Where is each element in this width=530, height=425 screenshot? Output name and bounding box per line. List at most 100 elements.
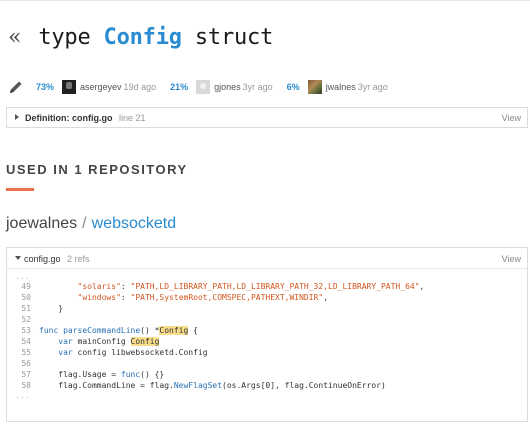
- definition-panel[interactable]: Definition: config.go line 21 View: [6, 107, 528, 128]
- file-panel: config.go 2 refs View ... 49 "solaris": …: [6, 247, 528, 422]
- file-name-label: config.go 2 refs: [24, 254, 90, 264]
- repo-owner[interactable]: joewalnes: [6, 215, 78, 232]
- code-text: flag.CommandLine = flag.NewFlagSet(os.Ar…: [39, 380, 386, 391]
- top-divider: [0, 0, 530, 1]
- code-token: {: [188, 326, 198, 335]
- line-number: 52: [21, 315, 31, 324]
- contributor-user[interactable]: asergeyev: [80, 82, 122, 92]
- code-token: :: [120, 282, 131, 291]
- definition-file[interactable]: config.go: [72, 113, 113, 123]
- code-indent: [39, 381, 58, 390]
- file-refs: 2 refs: [67, 254, 90, 264]
- code-text: var config libwebsocketd.Config: [39, 347, 208, 358]
- code-indent: [39, 348, 58, 357]
- heading-underline: [6, 188, 34, 191]
- code-token: mainConfig: [77, 337, 131, 346]
- code-line: 52: [7, 314, 527, 325]
- code-ellipsis-bottom[interactable]: ...: [15, 391, 30, 400]
- code-token: "PATH,SystemRoot,COMSPEC,PATHEXT,WINDIR": [130, 293, 324, 302]
- definition-view-link[interactable]: View: [501, 113, 521, 123]
- code-lines: 49 "solaris": "PATH,LD_LIBRARY_PATH,LD_L…: [7, 281, 527, 391]
- code-token: flag.Usage =: [58, 370, 121, 379]
- code-token: }: [58, 304, 64, 313]
- file-name[interactable]: config.go: [24, 254, 61, 264]
- code-token: (os.Args[0], flag.ContinueOnError): [222, 381, 386, 390]
- title-name: Config: [103, 25, 182, 50]
- line-number: 49: [21, 282, 31, 291]
- file-header[interactable]: config.go 2 refs View: [7, 248, 527, 269]
- repo-slash: /: [82, 215, 87, 232]
- contributor-user[interactable]: jwalnes: [325, 82, 356, 92]
- code-token[interactable]: parseCommandLine: [63, 326, 141, 335]
- chevron-down-icon[interactable]: [15, 256, 21, 260]
- code-token: var: [58, 337, 78, 346]
- code-token[interactable]: NewFlagSet: [173, 381, 223, 390]
- line-number: 58: [21, 381, 31, 390]
- code-token: ,: [323, 293, 329, 302]
- code-token: () *: [140, 326, 160, 335]
- code-token: var: [58, 348, 78, 357]
- code-indent: [39, 293, 78, 302]
- contributor-ago: 19d ago: [123, 82, 157, 92]
- code-line: 49 "solaris": "PATH,LD_LIBRARY_PATH,LD_L…: [7, 281, 527, 292]
- code-ellipsis-top[interactable]: ...: [15, 272, 30, 281]
- code-line: 54 var mainConfig Config: [7, 336, 527, 347]
- code-text: flag.Usage = func() {}: [39, 369, 164, 380]
- code-token: func: [120, 370, 141, 379]
- avatar[interactable]: [307, 80, 322, 94]
- line-number: 56: [21, 359, 31, 368]
- line-number: 57: [21, 370, 31, 379]
- contributor-percent: 21%: [170, 82, 189, 92]
- repo-name[interactable]: websocketd: [91, 215, 177, 232]
- code-indent: [39, 370, 58, 379]
- line-number: 51: [21, 304, 31, 313]
- contributor-ago: 3yr ago: [242, 82, 273, 92]
- definition-label: Definition: config.go line 21: [25, 113, 146, 123]
- code-token: "windows": [77, 293, 121, 302]
- title-keyword: type: [38, 25, 91, 50]
- code-line: 56: [7, 358, 527, 369]
- line-number: 54: [21, 337, 31, 346]
- code-line: 55 var config libwebsocketd.Config: [7, 347, 527, 358]
- code-block: ... 49 "solaris": "PATH,LD_LIBRARY_PATH,…: [7, 272, 527, 400]
- avatar[interactable]: [196, 80, 211, 94]
- code-token: flag.CommandLine = flag.: [58, 381, 174, 390]
- page-title: « type Config struct: [8, 25, 273, 50]
- line-number: 55: [21, 348, 31, 357]
- code-token: "solaris": [77, 282, 121, 291]
- code-line: 50 "windows": "PATH,SystemRoot,COMSPEC,P…: [7, 292, 527, 303]
- code-token: config libwebsocketd.Config: [77, 348, 208, 357]
- title-kind: struct: [194, 25, 274, 50]
- contributor-percent: 73%: [36, 82, 55, 92]
- avatar[interactable]: [62, 80, 77, 94]
- code-line: 58 flag.CommandLine = flag.NewFlagSet(os…: [7, 380, 527, 391]
- code-text: func parseCommandLine() *Config {: [39, 325, 198, 336]
- highlighted-reference[interactable]: Config: [159, 326, 189, 335]
- code-indent: [39, 304, 58, 313]
- code-line: 57 flag.Usage = func() {}: [7, 369, 527, 380]
- code-indent: [39, 337, 58, 346]
- line-number: 50: [21, 293, 31, 302]
- code-text: var mainConfig Config: [39, 336, 160, 347]
- contributor-ago: 3yr ago: [357, 82, 388, 92]
- code-token: ,: [419, 282, 425, 291]
- code-token: :: [120, 293, 131, 302]
- code-token: func: [39, 326, 64, 335]
- contributors-bar: 73% asergeyev 19d ago 21% gjones 3yr ago…: [8, 78, 402, 96]
- back-link[interactable]: «: [8, 25, 22, 50]
- repo-breadcrumb: joewalnes/websocketd: [6, 215, 176, 233]
- file-view-link[interactable]: View: [501, 254, 521, 264]
- code-text: "solaris": "PATH,LD_LIBRARY_PATH,LD_LIBR…: [39, 281, 425, 292]
- chevron-right-icon[interactable]: [15, 114, 19, 120]
- definition-line: line 21: [119, 113, 146, 123]
- used-in-heading: USED IN 1 REPOSITORY: [6, 162, 188, 177]
- code-token: "PATH,LD_LIBRARY_PATH,LD_LIBRARY_PATH_32…: [130, 282, 420, 291]
- code-line: 51 }: [7, 303, 527, 314]
- contributor-user[interactable]: gjones: [214, 82, 241, 92]
- code-text: "windows": "PATH,SystemRoot,COMSPEC,PATH…: [39, 292, 328, 303]
- highlighted-reference[interactable]: Config: [130, 337, 160, 346]
- code-indent: [39, 282, 78, 291]
- code-token: () {}: [140, 370, 165, 379]
- code-text: }: [39, 303, 63, 314]
